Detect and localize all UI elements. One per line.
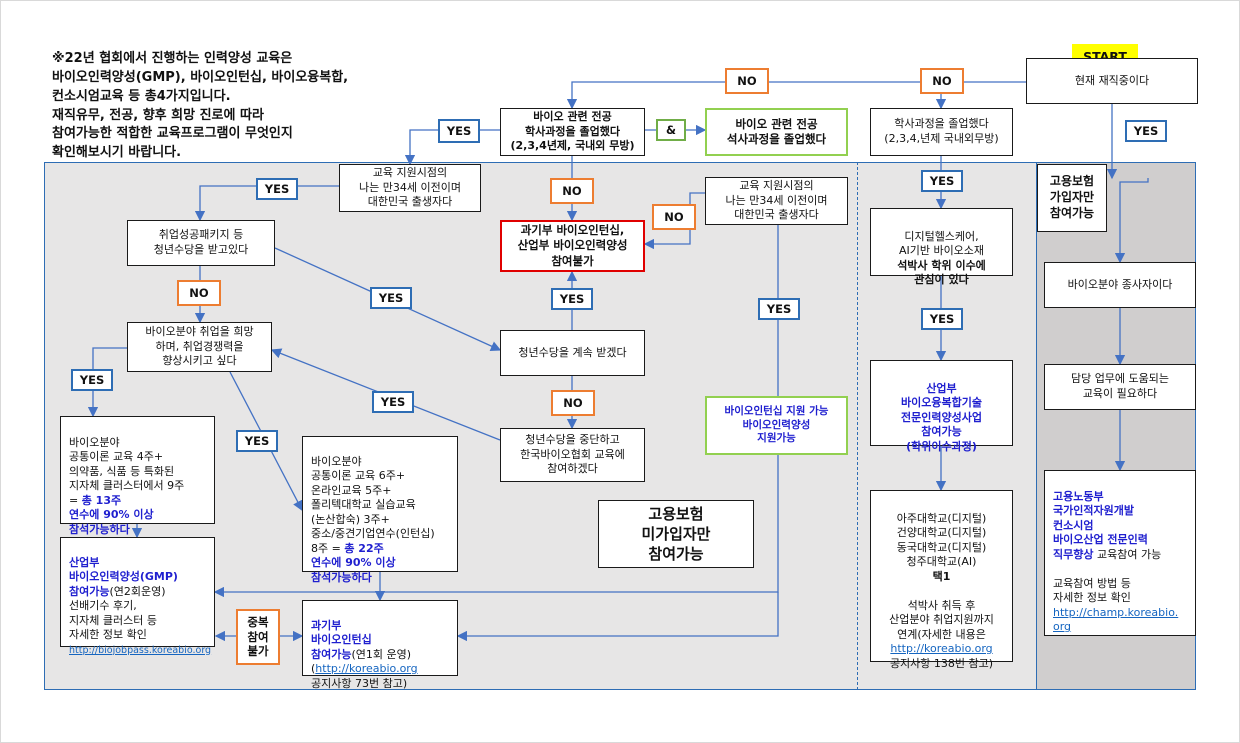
course-a-node: 바이오분야 공통이론 교육 4주+ 의약품, 식품 등 특화된 지자체 클러스터… bbox=[60, 416, 215, 536]
intern-node: 과기부 바이오인턴십 참여가능(연1회 운영) (http://koreabio.… bbox=[302, 600, 458, 690]
uninsured-note: 고용보험 미가입자만 참여가능 bbox=[598, 500, 754, 568]
course-b-total: 총 22주 bbox=[344, 541, 384, 555]
universities-node: 아주대학교(디지털) 건양대학교(디지털) 동국대학교(디지털) 청주대학교(A… bbox=[870, 490, 1013, 670]
course-b-tail: 연수에 90% 이상 참석가능하다 bbox=[311, 556, 396, 584]
master-bio-node: 바이오 관련 전공 석사과정을 졸업했다 bbox=[705, 108, 848, 156]
convergence-node: 산업부 바이오융복합기술 전문인력양성사업 참여가능(학위이수과정) bbox=[870, 360, 1013, 453]
intern-body: 공지사항 73번 참고) bbox=[311, 676, 408, 690]
age-check-node-2: 교육 지원시점의 나는 만34세 이전이며 대한민국 출생자다 bbox=[705, 177, 848, 225]
bachelor-bio-node: 바이오 관련 전공 학사과정을 졸업했다 (2,3,4년제, 국내외 무방) bbox=[500, 108, 645, 156]
intern-title: 과기부 바이오인턴십 참여가능 bbox=[311, 618, 372, 661]
currently-employed-node: 현재 재직중이다 bbox=[1026, 58, 1198, 104]
intro-line: 재직유무, 전공, 향후 희망 진로에 따라 bbox=[52, 107, 264, 123]
yes-badge: YES bbox=[256, 178, 298, 200]
intro-line: 컨소시엄교육 등 총4가지입니다. bbox=[52, 88, 231, 104]
intro-text: ※22년 협회에서 진행하는 인력양성 교육은 바이오인력양성(GMP), 바이… bbox=[52, 50, 348, 163]
universities-pick: 택1 bbox=[932, 569, 951, 583]
convergence-title: 산업부 바이오융복합기술 전문인력양성사업 참여가능 bbox=[901, 381, 982, 439]
intern-link[interactable]: http://koreabio.org bbox=[315, 662, 418, 676]
green-intern-node: 바이오인턴십 지원 가능 바이오인력양성 지원가능 bbox=[705, 396, 848, 455]
yes-badge: YES bbox=[438, 119, 480, 143]
consortium-node: 고용노동부 국가인적자원개발 컨소시엄 바이오산업 전문인력 직무향상 교육참여… bbox=[1044, 470, 1196, 636]
stop-allowance-node: 청년수당을 중단하고 한국바이오협회 교육에 참여하겠다 bbox=[500, 428, 645, 482]
yes-badge: YES bbox=[551, 288, 593, 310]
no-badge: NO bbox=[920, 68, 964, 94]
no-badge: NO bbox=[652, 204, 696, 230]
not-eligible-node: 과기부 바이오인턴십, 산업부 바이오인력양성 참여불가 bbox=[500, 220, 645, 272]
intro-line: 참여가능한 적합한 교육프로그램이 무엇인지 bbox=[52, 126, 293, 142]
consortium-link[interactable]: http://champ.koreabio. org bbox=[1053, 605, 1179, 634]
bachelor-any-node: 학사과정을 졸업했다 (2,3,4,년제 국내외무방) bbox=[870, 108, 1013, 156]
yes-badge: YES bbox=[1125, 120, 1167, 142]
convergence-sub: (학위이수과정) bbox=[906, 439, 977, 453]
course-a-lines: 바이오분야 공통이론 교육 4주+ 의약품, 식품 등 특화된 지자체 클러스터… bbox=[69, 435, 185, 507]
universities-body: 석박사 취득 후 산업분야 취업지원까지 연계(자세한 내용은 bbox=[889, 598, 994, 641]
yes-badge: YES bbox=[370, 287, 412, 309]
intern-paren: ( bbox=[311, 662, 316, 676]
no-badge: NO bbox=[177, 280, 221, 306]
gmp-title: 산업부 바이오인력양성(GMP) 참여가능 bbox=[69, 555, 178, 598]
universities-tail: 공지사항 138번 참고) bbox=[889, 656, 994, 670]
no-double-badge: 중복 참여 불가 bbox=[236, 609, 280, 665]
yes-badge: YES bbox=[236, 430, 278, 452]
intern-note: (연1회 운영) bbox=[351, 647, 412, 661]
consortium-tail: 교육참여 가능 bbox=[1093, 547, 1162, 561]
insured-note: 고용보험 가입자만 참여가능 bbox=[1037, 164, 1107, 232]
course-a-tail: 연수에 90% 이상 참석가능하다 bbox=[69, 508, 154, 536]
consortium-title: 고용노동부 국가인적자원개발 컨소시엄 바이오산업 전문인력 직무향상 bbox=[1053, 489, 1148, 561]
no-badge: NO bbox=[551, 390, 595, 416]
no-badge: NO bbox=[550, 178, 594, 204]
panel-divider bbox=[857, 162, 858, 690]
bio-job-hope-node: 바이오분야 취업을 희망 하며, 취업경쟁력을 향상시키고 싶다 bbox=[127, 322, 272, 372]
course-a-total: 총 13주 bbox=[81, 493, 122, 507]
intro-line: 확인해보시기 바랍니다. bbox=[52, 145, 182, 161]
gmp-link[interactable]: http://biojobpass.koreabio.org bbox=[69, 644, 212, 656]
need-training-node: 담당 업무에 도움되는 교육이 필요하다 bbox=[1044, 364, 1196, 410]
amp-badge: & bbox=[656, 119, 686, 141]
intro-line: 바이오인력양성(GMP), 바이오인턴십, 바이오융복합, bbox=[52, 69, 349, 85]
yes-badge: YES bbox=[921, 308, 963, 330]
no-badge: NO bbox=[725, 68, 769, 94]
gmp-node: 산업부 바이오인력양성(GMP) 참여가능(연2회운영)선배기수 후기, 지자체… bbox=[60, 537, 215, 656]
yes-badge: YES bbox=[372, 391, 414, 413]
yes-badge: YES bbox=[71, 369, 113, 391]
yes-badge: YES bbox=[758, 298, 800, 320]
age-check-node-1: 교육 지원시점의 나는 만34세 이전이며 대한민국 출생자다 bbox=[339, 164, 481, 212]
intro-line: ※22년 협회에서 진행하는 인력양성 교육은 bbox=[52, 51, 293, 66]
keep-allowance-node: 청년수당을 계속 받겠다 bbox=[500, 330, 645, 376]
youth-package-node: 취업성공패키지 등 청년수당을 받고있다 bbox=[127, 220, 275, 266]
course-b-lines: 바이오분야 공통이론 교육 6주+ 온라인교육 5주+ 폴리텍대학교 실습교육 … bbox=[311, 454, 435, 555]
course-b-node: 바이오분야 공통이론 교육 6주+ 온라인교육 5주+ 폴리텍대학교 실습교육 … bbox=[302, 436, 458, 584]
gmp-note: (연2회운영) bbox=[109, 584, 166, 598]
bio-worker-node: 바이오분야 종사자이다 bbox=[1044, 262, 1196, 308]
gmp-body: 선배기수 후기, 지자체 클러스터 등 자세한 정보 확인 bbox=[69, 599, 157, 642]
universities-link[interactable]: http://koreabio.org bbox=[890, 642, 993, 656]
digital-health-bold: 석박사 학위 이수에 관심이 있다 bbox=[897, 258, 986, 287]
consortium-body: 교육참여 방법 등 자세한 정보 확인 bbox=[1053, 576, 1131, 605]
digital-health-text: 디지털헬스케어, AI기반 바이오소재 bbox=[898, 229, 985, 258]
yes-badge: YES bbox=[921, 170, 963, 192]
universities-list: 아주대학교(디지털) 건양대학교(디지털) 동국대학교(디지털) 청주대학교(A… bbox=[896, 511, 987, 569]
